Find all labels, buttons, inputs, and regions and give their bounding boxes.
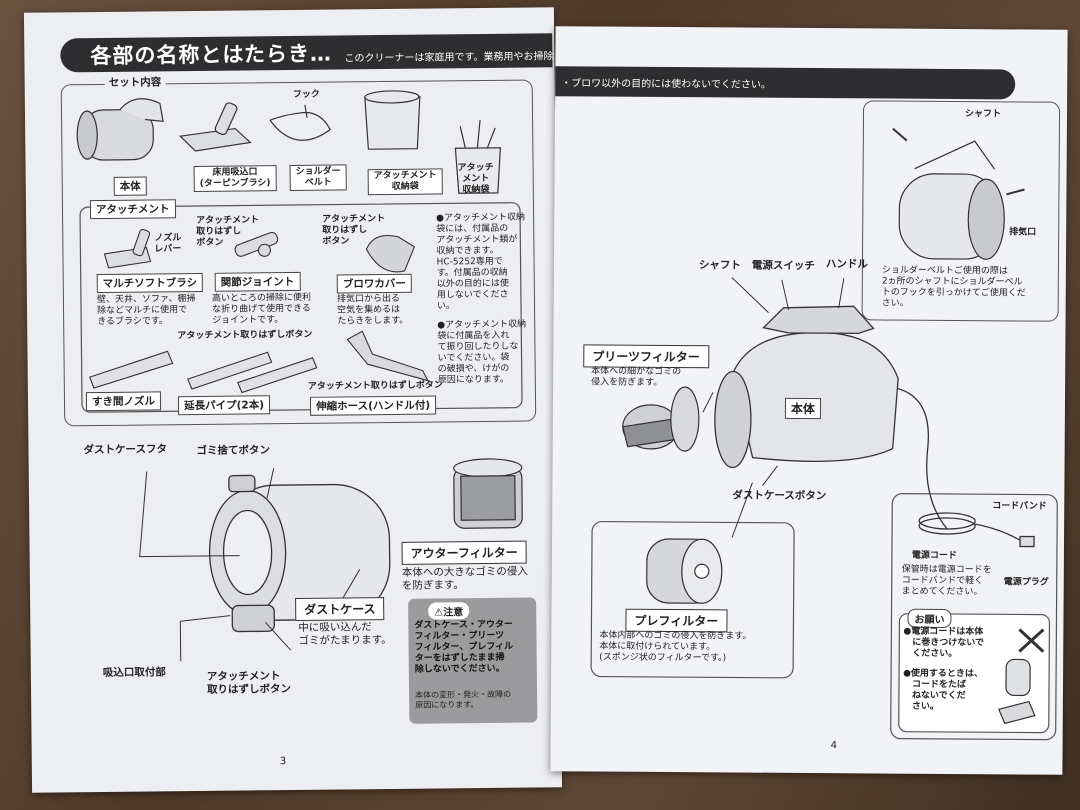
blower-cover-desc: 排気口から出る 空気を集めるは たらきをします。 bbox=[336, 293, 409, 327]
hook-label: フック bbox=[292, 89, 320, 100]
set-label-storage-bag: アタッチメント 収納袋 bbox=[367, 168, 443, 196]
caution-box: ⚠注意 ダストケース・アウター フィルター・プリーツ フィルター、プレフィル タ… bbox=[408, 597, 538, 724]
storage-bag-drawing bbox=[364, 90, 421, 150]
power-switch-label: 電源スイッチ bbox=[751, 259, 815, 273]
bag-with-tools-drawing bbox=[454, 119, 502, 194]
right-drawings bbox=[590, 127, 1058, 741]
shaft-top-label: シャフト bbox=[964, 109, 1002, 120]
joint-release-label: アタッチメント 取りはずし ボタン bbox=[196, 215, 260, 249]
outer-filter-drawing bbox=[453, 458, 523, 529]
attachments-box bbox=[79, 202, 523, 413]
left-page: 各部の名称とはたらき… このクリーナーは家庭用です。業務用やお掃除 セット内容 bbox=[23, 7, 563, 793]
blower-cover-drawing bbox=[365, 234, 416, 273]
pre-filter-drawing bbox=[646, 538, 723, 604]
blower-release-label: アタッチメント 取りはずし ボタン bbox=[322, 214, 386, 247]
cord-band-label: コードバンド bbox=[992, 501, 1047, 512]
caution-body: ダストケース・アウター フィルター・プリーツ フィルター、プレフィル ターをはず… bbox=[414, 619, 514, 675]
no-wrap-illustration bbox=[998, 628, 1045, 725]
exhaust-label: 排気口 bbox=[1009, 227, 1037, 238]
hose-release-label: アタッチメント取りはずしボタン bbox=[307, 380, 443, 392]
request-box bbox=[898, 613, 1051, 734]
bag-note-1: ●アタッチメント収納 袋には、付属品の アタッチメント類が 収納できます。 HC… bbox=[436, 212, 526, 312]
nozzle-lever-label: ノズル レバー bbox=[154, 233, 182, 255]
set-label-floor-nozzle: 床用吸込口 (ターピンブラシ) bbox=[193, 165, 277, 193]
main-body-drawing bbox=[714, 305, 948, 530]
pleated-filter-drawing bbox=[622, 386, 700, 452]
handle-label: ハンドル bbox=[825, 258, 868, 271]
caution-head: ⚠注意 bbox=[428, 602, 470, 620]
shoulder-note: ショルダーベルトご使用の際は 2ヵ所のシャフトにショルダーベル トのフックを引っ… bbox=[881, 265, 1026, 309]
outer-filter-desc: 本体への大きなゴミの侵入 を防ぎます。 bbox=[401, 565, 528, 592]
pleats-filter-label: プリーツフィルター bbox=[583, 344, 709, 369]
set-label-main-unit: 本体 bbox=[113, 176, 147, 196]
dust-release-label: アタッチメント 取りはずしボタン bbox=[206, 670, 292, 696]
crevice-nozzle-drawing bbox=[89, 350, 174, 389]
prefilter-label: プレフィルター bbox=[625, 608, 728, 633]
blower-cover-label: ブロワカバー bbox=[336, 273, 412, 294]
pipe-release-label: アタッチメント取りはずしボタン bbox=[177, 329, 313, 342]
dust-case-label: ダストケース bbox=[295, 597, 385, 621]
crevice-nozzle-label: すき間ノズル bbox=[85, 391, 162, 412]
request-2: ●使用するときは、 コードをたば ねないでくだ さい。 bbox=[902, 668, 983, 712]
pleats-filter-desc: 本体への細かなゴミの 侵入を防ぎます。 bbox=[591, 366, 682, 388]
hose-drawing bbox=[346, 330, 429, 382]
cord-storage-desc: 保管時は電源コードを コードバンドで軽く まとめてください。 bbox=[901, 564, 992, 598]
multi-brush-drawing bbox=[103, 228, 152, 269]
request-1: ●電源コードは本体 に巻きつけないで ください。 bbox=[903, 626, 985, 660]
inset-vacuum-drawing bbox=[892, 127, 1025, 260]
line-drawings bbox=[76, 90, 523, 662]
prefilter-box bbox=[590, 520, 795, 679]
dust-case-drawing bbox=[208, 474, 391, 633]
extension-pipes-drawing bbox=[187, 351, 318, 394]
page-number-right: 4 bbox=[830, 740, 838, 752]
power-plug-label: 電源プラグ bbox=[1003, 577, 1049, 588]
power-cord-label: 電源コード bbox=[911, 550, 957, 562]
hose-label: 伸縮ホース(ハンドル付) bbox=[309, 395, 437, 416]
multi-brush-desc: 壁、天井、ソファ、棚掃 除などマルチに使用で きるブラシです。 bbox=[96, 294, 196, 328]
dust-case-button-label: ダストケースボタン bbox=[732, 489, 827, 503]
dust-case-desc: 中に吸い込んだ ゴミがたまります。 bbox=[298, 621, 392, 647]
bag-note-2: ●アタッチメント収納 袋に付属品を入れ て振り回したりしな いでください。袋 の… bbox=[437, 319, 527, 386]
floor-nozzle-drawing bbox=[178, 102, 252, 152]
outer-filter-label: アウターフィルター bbox=[401, 540, 527, 565]
inlet-label: 吸込口取付部 bbox=[102, 666, 166, 680]
prefilter-desc: 本体内部へのゴミの侵入を防ぎます。 本体に取付けられています。 (スポンジ状のフ… bbox=[599, 630, 752, 664]
request-head: お願い bbox=[907, 608, 952, 628]
shoulder-belt-drawing bbox=[269, 104, 331, 141]
joint-drawing bbox=[234, 231, 279, 257]
extension-pipe-label: 延長パイプ(2本) bbox=[177, 395, 271, 416]
callout-lines bbox=[139, 468, 361, 662]
attachment-section-title: アタッチメント bbox=[89, 199, 176, 220]
shaft-label: シャフト bbox=[698, 259, 741, 272]
joint-label: 関節ジョイント bbox=[214, 271, 301, 292]
right-page: ・ブロワ以外の目的には使わないでください。 bbox=[550, 26, 1068, 775]
caution-sub: 本体の変形・発火・故障の 原因になります。 bbox=[415, 689, 512, 710]
page-number-left: 3 bbox=[279, 756, 287, 768]
cord-box bbox=[890, 493, 1058, 741]
dust-lid-label: ダストケースフタ bbox=[83, 443, 168, 457]
set-label-bag-tools: アタッチ メント 収納袋 bbox=[457, 162, 494, 196]
body-label: 本体 bbox=[784, 397, 822, 420]
set-label-shoulder-belt: ショルダー ベルト bbox=[289, 164, 347, 192]
main-unit-drawing bbox=[76, 98, 164, 161]
multi-brush-label: マルチソフトブラシ bbox=[96, 272, 204, 294]
cord-drawing bbox=[918, 512, 1035, 548]
joint-desc: 高いところの掃除に便利 な折り曲げて使用できる ジョイントです。 bbox=[211, 292, 311, 326]
dump-button-label: ゴミ捨てボタン bbox=[196, 444, 271, 458]
